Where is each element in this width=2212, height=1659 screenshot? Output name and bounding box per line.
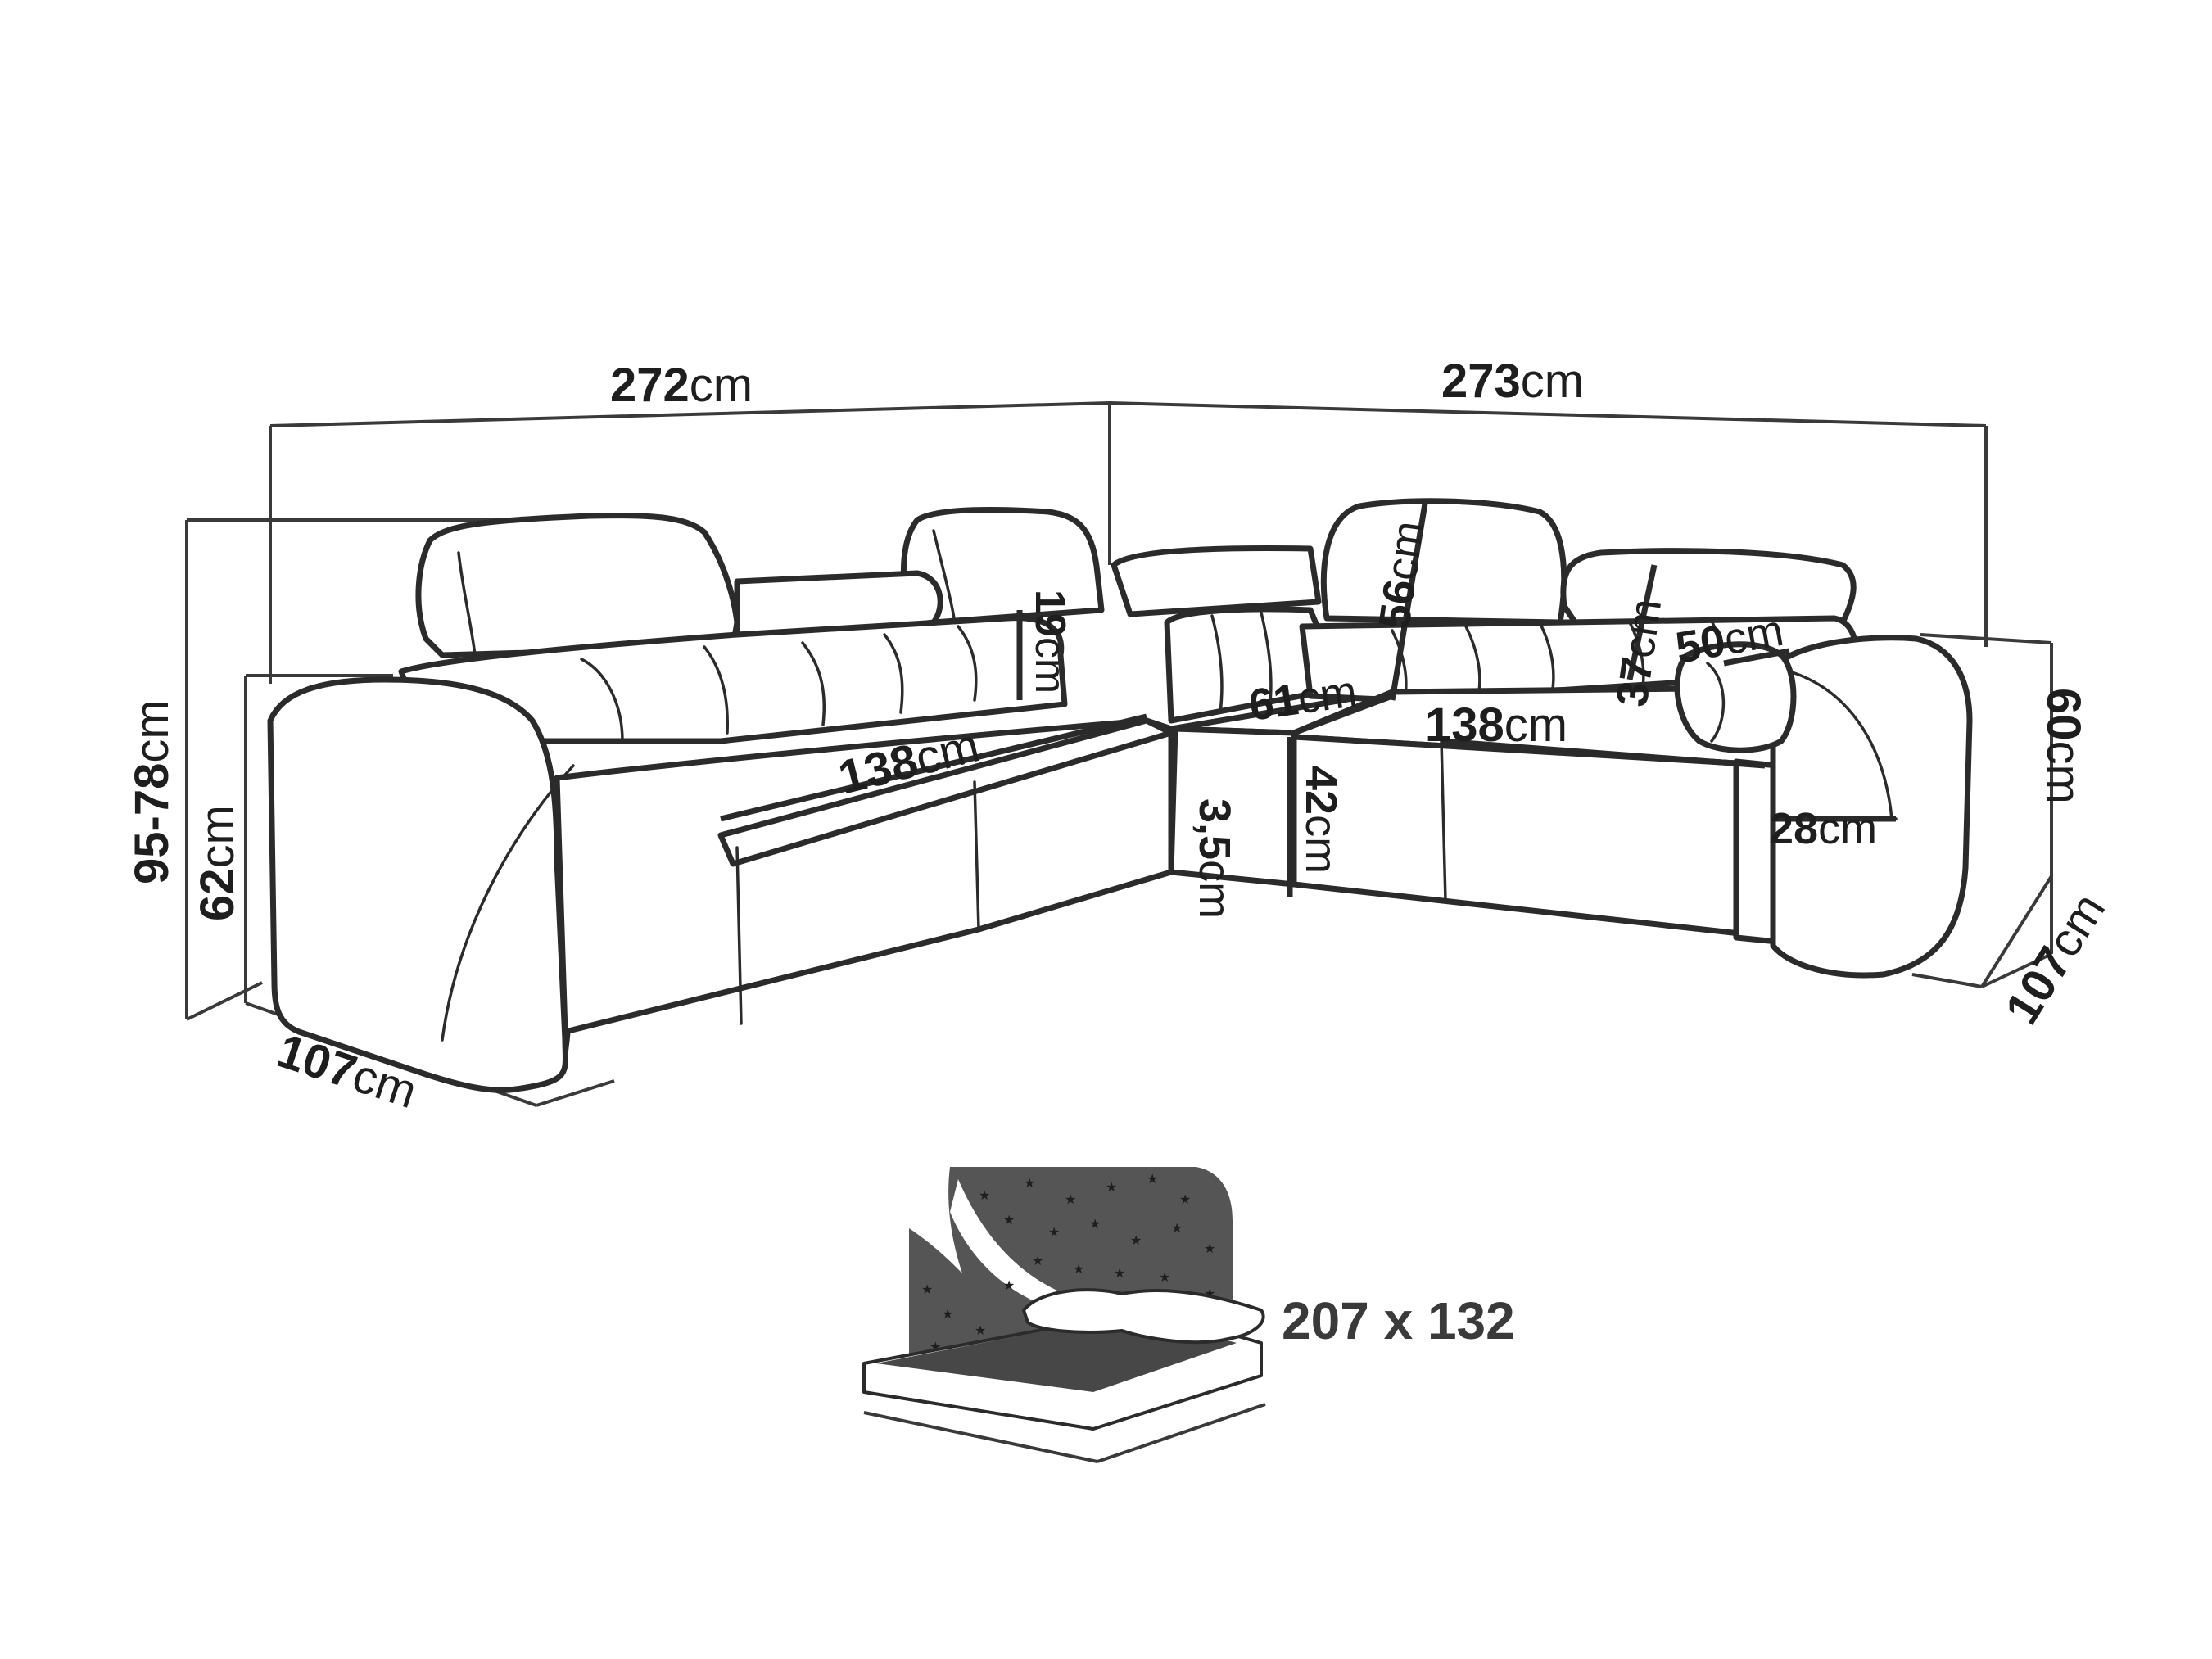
svg-text:★: ★: [1130, 1234, 1142, 1248]
left-sofa-section: [267, 506, 1174, 1093]
label-headrest-height: 56cm: [1369, 518, 1433, 632]
svg-text:★: ★: [921, 1283, 933, 1297]
svg-text:★: ★: [1171, 1222, 1183, 1236]
label-seat-height: 42cm: [1296, 766, 1346, 874]
label-armrest-width: 28cm: [1769, 804, 1877, 853]
svg-text:★: ★: [1147, 1173, 1158, 1187]
label-cushion-width: 50cm: [1672, 606, 1787, 673]
label-height-right: 60cm: [2037, 688, 2090, 804]
svg-text:★: ★: [1179, 1193, 1191, 1207]
label-height-armrest: 62cm: [191, 805, 244, 921]
svg-text:★: ★: [1089, 1218, 1101, 1232]
corner-section: [1111, 545, 1396, 888]
svg-text:★: ★: [1159, 1271, 1170, 1285]
svg-text:★: ★: [1003, 1214, 1015, 1227]
stars: ★★ ★★ ★★ ★★ ★★ ★★ ★★ ★★ ★★ ★★ ★★: [921, 1173, 1215, 1354]
svg-text:★: ★: [1048, 1226, 1060, 1240]
right-sofa-section: [1291, 498, 1973, 979]
svg-text:★: ★: [1073, 1263, 1084, 1277]
label-seat-right: 138cm: [1425, 698, 1567, 752]
label-leg-height: 3,5cm: [1190, 798, 1239, 919]
label-width-right: 273cm: [1441, 355, 1584, 408]
dimension-guides: [185, 400, 2053, 1107]
label-headrest-width: 37cm: [1607, 596, 1671, 710]
label-depth-right: 107cm: [1995, 884, 2115, 1033]
svg-text:★: ★: [1114, 1267, 1125, 1281]
svg-text:★: ★: [942, 1308, 953, 1322]
svg-text:★: ★: [1106, 1181, 1117, 1195]
bed-icon: ★★ ★★ ★★ ★★ ★★ ★★ ★★ ★★ ★★ ★★ ★★ 207 x 1…: [862, 1167, 1515, 1463]
bed-size-label: 207 x 132: [1282, 1291, 1515, 1350]
measurement-marks: [720, 503, 1896, 897]
svg-text:★: ★: [1032, 1254, 1043, 1268]
label-width-left: 272cm: [610, 359, 753, 412]
svg-text:★: ★: [1065, 1193, 1076, 1207]
svg-text:★: ★: [979, 1189, 990, 1203]
svg-text:★: ★: [1024, 1177, 1035, 1191]
label-corner-seat-depth: 61cm: [1246, 667, 1359, 730]
label-height-total: 95-78cm: [125, 699, 179, 884]
svg-text:★: ★: [1204, 1242, 1215, 1256]
svg-text:★: ★: [975, 1324, 986, 1338]
label-backrest: 19cm: [1026, 590, 1074, 694]
svg-text:★: ★: [1003, 1279, 1015, 1293]
night-sky-panel: [909, 1167, 1233, 1392]
